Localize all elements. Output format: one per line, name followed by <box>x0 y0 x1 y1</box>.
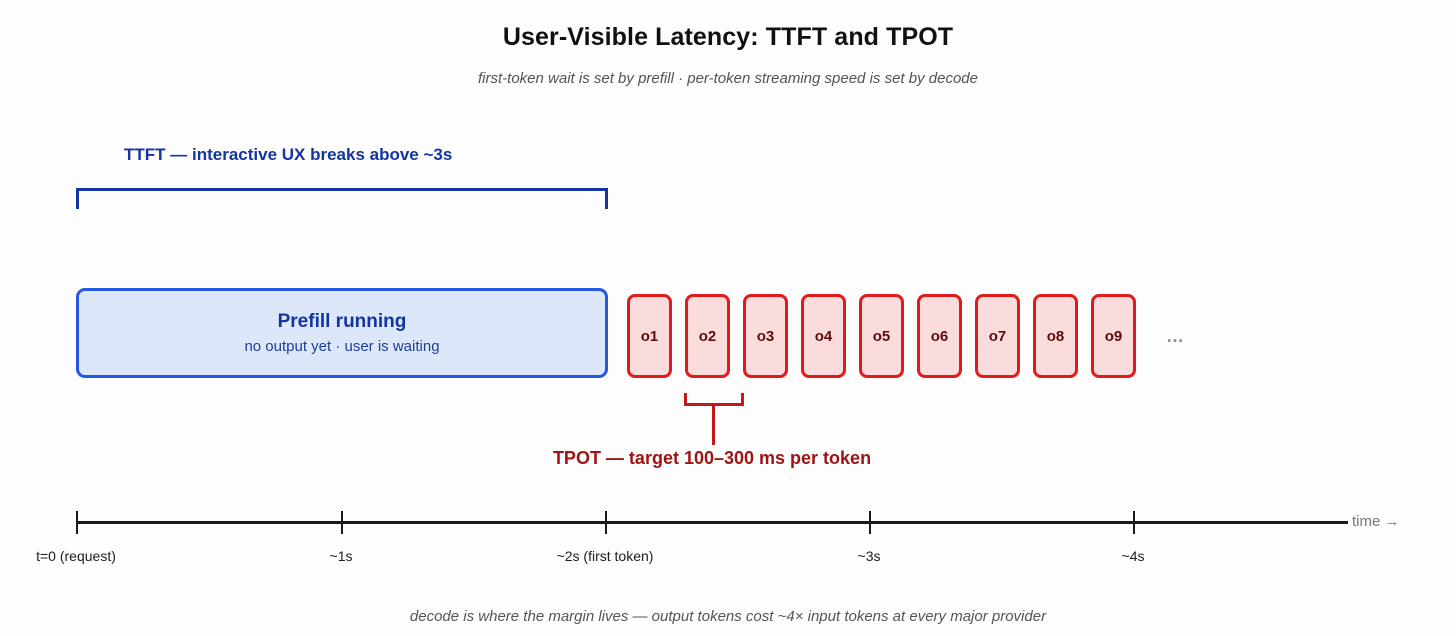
page-title: User-Visible Latency: TTFT and TPOT <box>502 23 954 51</box>
output-token-label: o4 <box>814 327 833 345</box>
output-token-box: o8 <box>1033 294 1078 378</box>
output-token-label: o7 <box>988 327 1007 345</box>
timeline-tick-mark <box>341 511 343 534</box>
timeline-tick-mark <box>869 511 871 534</box>
output-token-box: o5 <box>859 294 904 378</box>
output-token-label: o5 <box>872 327 891 345</box>
timeline-axis <box>76 521 1348 524</box>
output-token-label: o6 <box>930 327 949 345</box>
output-token-box: o7 <box>975 294 1020 378</box>
footer-note: decode is where the margin lives — outpu… <box>409 608 1047 625</box>
timeline-tick-mark <box>605 511 607 534</box>
timeline-axis-label: time → <box>1352 513 1400 530</box>
page-subtitle: first-token wait is set by prefill · per… <box>478 70 978 87</box>
output-token-box: o6 <box>917 294 962 378</box>
output-token-label: o8 <box>1046 327 1065 345</box>
token-ellipsis: … <box>1166 326 1186 346</box>
output-token-box: o3 <box>743 294 788 378</box>
output-token-box: o4 <box>801 294 846 378</box>
output-token-label: o1 <box>640 327 659 345</box>
prefill-subtitle: no output yet · user is waiting <box>244 338 440 355</box>
ttft-bracket-bar <box>76 188 608 191</box>
timeline-tick-label: ~3s <box>857 548 881 564</box>
ttft-bracket-cap-end <box>605 188 608 209</box>
timeline-tick-label: ~2s (first token) <box>556 548 654 564</box>
tpot-bracket-cap-start <box>684 393 687 406</box>
prefill-title: Prefill running <box>277 311 407 332</box>
ttft-bracket-cap-start <box>76 188 79 209</box>
output-token-label: o2 <box>698 327 717 345</box>
timeline-tick-label: ~4s <box>1121 548 1145 564</box>
tpot-label: TPOT — target 100–300 ms per token <box>552 448 872 468</box>
tpot-bracket-cap-end <box>741 393 744 406</box>
timeline-tick-label: ~1s <box>329 548 353 564</box>
tpot-leader-line <box>712 403 715 445</box>
ttft-label: TTFT — interactive UX breaks above ~3s <box>124 145 453 164</box>
timeline-tick-mark <box>1133 511 1135 534</box>
timeline-tick-label: t=0 (request) <box>36 548 116 564</box>
output-token-box: o9 <box>1091 294 1136 378</box>
prefill-block: Prefill running no output yet · user is … <box>76 288 608 378</box>
output-token-box: o1 <box>627 294 672 378</box>
output-token-label: o9 <box>1104 327 1123 345</box>
timeline-tick-mark <box>76 511 78 534</box>
output-token-box: o2 <box>685 294 730 378</box>
output-token-label: o3 <box>756 327 775 345</box>
